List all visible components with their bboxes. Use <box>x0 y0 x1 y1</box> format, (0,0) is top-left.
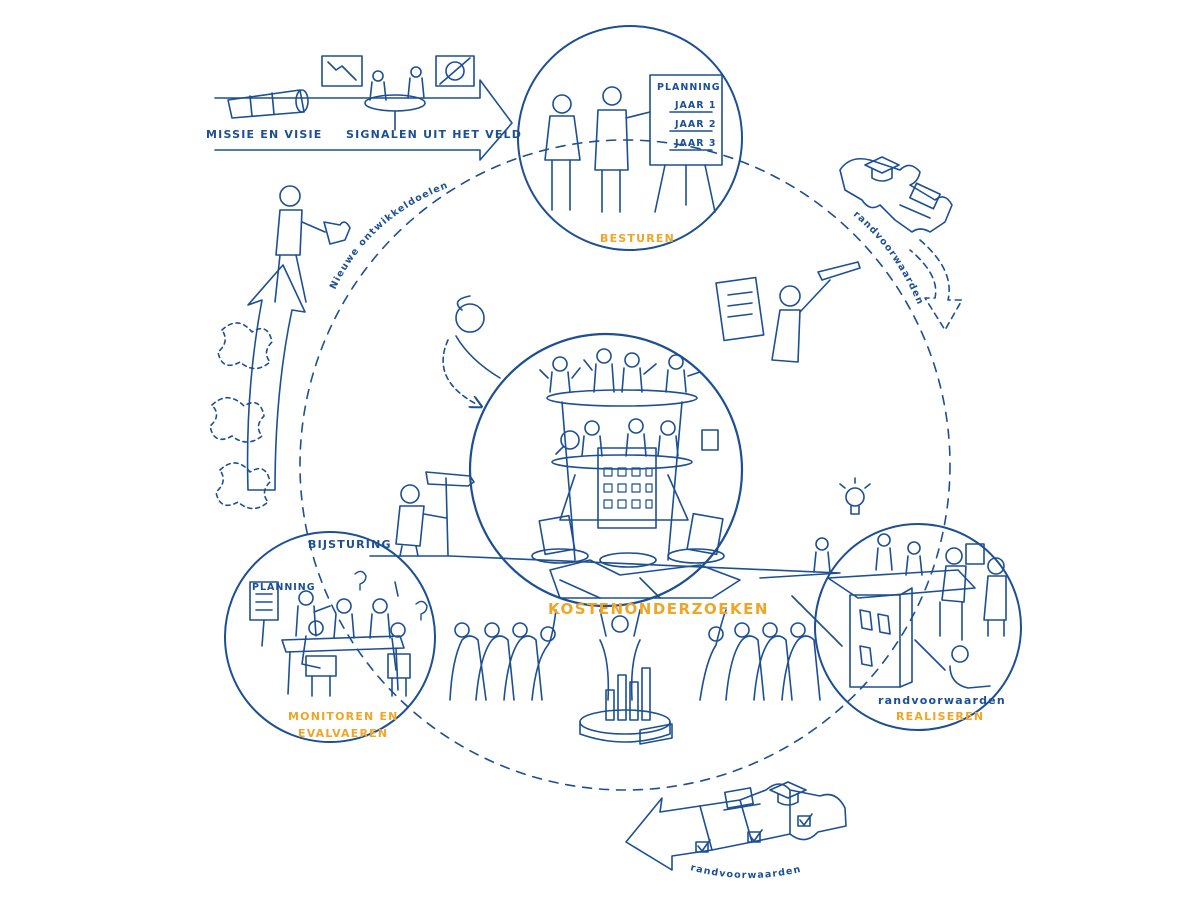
laptop-icon-bottom <box>723 787 761 811</box>
label-monitoren-line1: Monitoren en <box>288 710 399 723</box>
planning-board <box>649 74 723 213</box>
label-besturen: Besturen <box>600 232 676 245</box>
person-with-signpost <box>395 471 475 557</box>
balance-beam <box>369 555 841 579</box>
label-missie-en-visie: Missie en visie <box>206 128 323 141</box>
people-presenting <box>544 86 651 213</box>
label-jaar-1: Jaar 1 <box>675 100 717 111</box>
label-randvoorwaarden-right: randvoorwaarden <box>851 209 926 307</box>
euro-sign-icon <box>435 55 475 87</box>
telescope-icon <box>227 89 309 119</box>
laptop-icon <box>899 182 941 219</box>
meeting-table-icon <box>364 66 426 131</box>
lightbulb-icon <box>839 477 871 515</box>
label-bijsturing: Bijsturing <box>308 538 392 551</box>
left-rising-arrow <box>246 264 306 491</box>
checkbox-icon <box>695 813 813 853</box>
pie-chart-icon <box>579 709 673 745</box>
graduation-cap-icon <box>864 156 900 182</box>
label-monitoren-line2: evalvaeren <box>298 727 389 740</box>
label-kostenonderzoeken: Kostenonderzoeken <box>548 600 769 618</box>
realiseren-scene <box>791 533 1007 689</box>
label-planning-small: Planning <box>252 582 316 593</box>
chart-down-icon <box>321 55 363 87</box>
graduation-cap-icon-bottom <box>769 781 807 806</box>
label-signalen: Signalen uit het veld <box>346 128 523 141</box>
realiseren-circle <box>814 523 1022 731</box>
bar-chart-icon <box>605 667 651 721</box>
dashed-curve-arrow <box>442 339 478 405</box>
supporting-crowd <box>449 609 821 701</box>
dashed-puzzle-pieces <box>209 322 273 510</box>
central-circle <box>468 332 744 608</box>
monitoren-circle <box>224 531 436 743</box>
thinking-person <box>455 295 501 379</box>
label-randvoorwaarden-bottom: randvoorwaarden <box>689 862 802 881</box>
label-jaar-2: Jaar 2 <box>675 119 717 130</box>
label-planning-board: Planning <box>657 82 721 93</box>
label-jaar-3: Jaar 3 <box>675 138 717 149</box>
monitoren-scene <box>249 570 428 697</box>
right-dashed-arrow <box>909 239 963 331</box>
bottom-puzzle-arrow <box>625 783 847 871</box>
top-arrow <box>214 79 513 161</box>
disc-platforms <box>531 548 741 599</box>
people-top-platform <box>539 348 719 457</box>
person-with-puzzle <box>274 185 351 303</box>
cycle-dashed-circle <box>299 139 951 791</box>
label-randvoorwaarden-realiseren: randvoorwaarden <box>878 694 1006 707</box>
label-realiseren: Realiseren <box>896 710 985 723</box>
central-tower <box>538 389 724 561</box>
besturen-circle <box>517 25 743 251</box>
person-with-checklist <box>715 261 861 363</box>
